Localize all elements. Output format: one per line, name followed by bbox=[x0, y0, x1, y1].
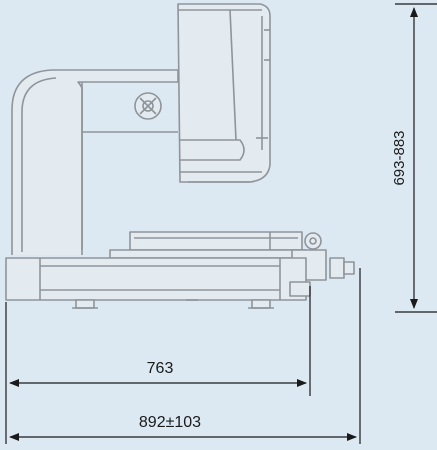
upper-stage bbox=[129, 231, 303, 251]
overall-width-label: 892±103 bbox=[139, 414, 201, 431]
height-label: 693-883 bbox=[391, 130, 408, 185]
foot-left bbox=[75, 299, 95, 309]
foot-right bbox=[251, 299, 271, 309]
knob-icon bbox=[134, 92, 162, 120]
base-frame bbox=[5, 257, 307, 301]
camera-head bbox=[177, 3, 271, 183]
base-width-label: 763 bbox=[147, 360, 174, 377]
